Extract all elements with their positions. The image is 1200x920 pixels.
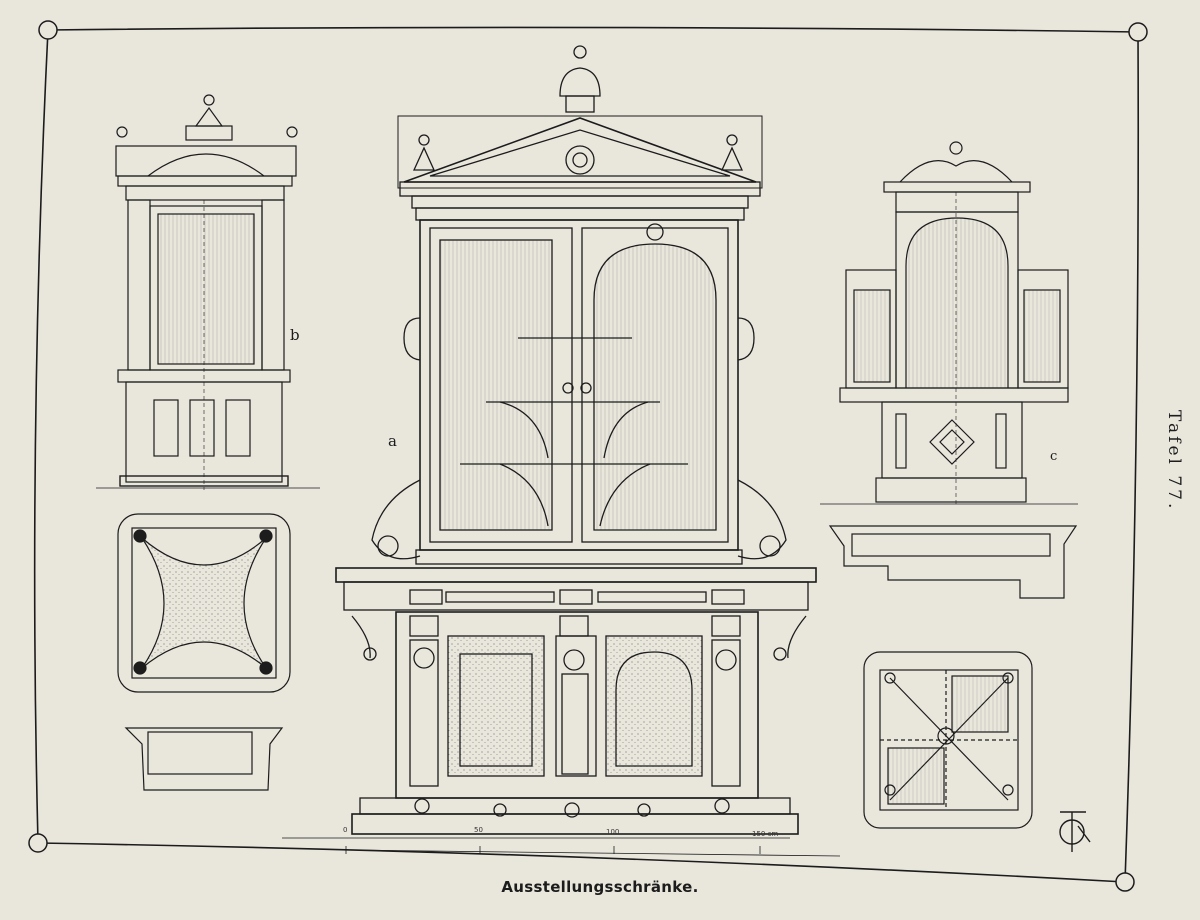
monogram-icon [1059, 811, 1091, 852]
scale-label-50: 50 [474, 826, 483, 834]
plate-number: Tafel 77. [1164, 410, 1184, 512]
cabinet-a-drawing [282, 45, 841, 857]
scale-label-150: 150 cm [752, 830, 779, 838]
scale-label-100: 100 [606, 828, 620, 836]
cabinet-b-drawing [96, 94, 320, 791]
cabinet-c-drawing [820, 141, 1078, 829]
figure-label-c: c [1050, 449, 1058, 464]
figure-label-a: a [388, 432, 397, 450]
circle-corner-icon [28, 20, 1148, 892]
figure-label-b: b [290, 326, 300, 344]
scale-label-0: 0 [343, 826, 348, 834]
plate-caption: Ausstellungsschränke. [501, 878, 699, 896]
plate-border [33, 26, 1140, 883]
